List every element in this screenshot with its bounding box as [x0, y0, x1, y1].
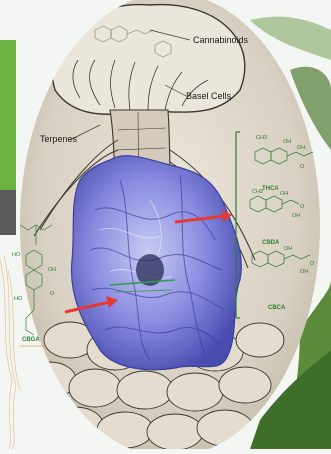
cbda-name: CBDA — [262, 240, 279, 246]
terpenes-label: Terpenes — [40, 135, 77, 144]
cbga-atom-oh: OH — [48, 268, 56, 274]
basel-cells-label: Basel Cells — [186, 92, 231, 101]
cbda-atom-oh-1: OH — [280, 192, 288, 198]
thca-name: THCA — [262, 186, 279, 192]
cbca-atom-oh-1: OH — [284, 247, 292, 253]
cbca-name: CBCA — [268, 305, 285, 311]
cbca-atom-o: O — [310, 262, 314, 268]
green-band — [0, 40, 16, 190]
cbca-atom-oh-2: OH — [300, 270, 308, 276]
left-wavy-lines — [0, 255, 20, 449]
thca-atom-o: O — [300, 165, 304, 171]
cbga-name: CBGA — [22, 337, 40, 343]
thca-atom-oh-2: OH — [297, 146, 305, 152]
cbda-atom-o: O — [300, 205, 304, 211]
thca-atom-oh-1: OH — [283, 140, 291, 146]
cbga-atom-o: O — [50, 292, 54, 298]
cannabinoids-label: Cannabinoids — [193, 36, 248, 45]
cbga-atom-ho-1: HO — [12, 253, 20, 259]
cbda-atom-ch3: CH3 — [252, 190, 263, 196]
thca-atom-ch3: CH3 — [256, 136, 267, 142]
cbda-atom-oh-2: OH — [292, 214, 300, 220]
gray-band — [0, 190, 16, 235]
cbga-atom-ho-2: HO — [14, 297, 22, 303]
